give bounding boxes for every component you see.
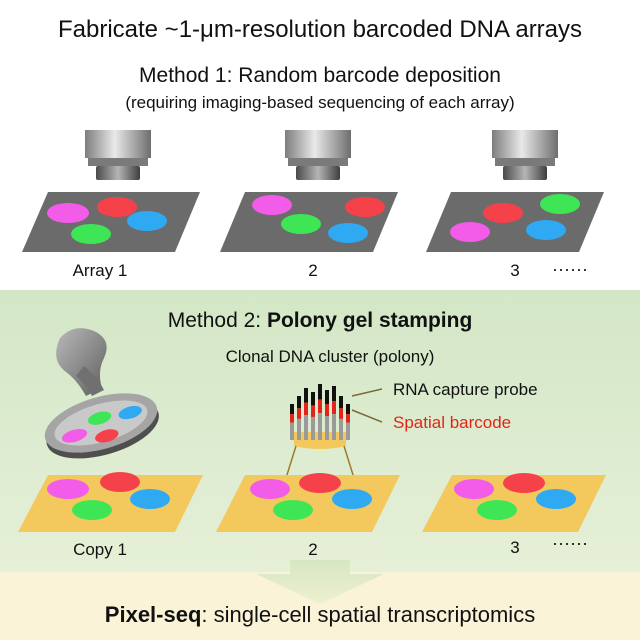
polony-spot bbox=[273, 500, 313, 520]
probe-strand-segment bbox=[311, 405, 315, 417]
capture-probe-pointer bbox=[351, 388, 383, 397]
polony-spot bbox=[100, 472, 140, 492]
magnify-line-right bbox=[343, 445, 355, 479]
polony-spot bbox=[250, 479, 290, 499]
array-label-1: Array 1 bbox=[73, 261, 128, 280]
probe-strand-segment bbox=[318, 384, 322, 400]
probe-strand-segment bbox=[297, 418, 301, 440]
microscope-objective-icon bbox=[492, 130, 558, 180]
probe-strand-segment bbox=[318, 413, 322, 440]
copy-1 bbox=[18, 472, 203, 532]
down-arrow-icon bbox=[256, 560, 384, 604]
polony-spot bbox=[252, 195, 292, 215]
copy-3 bbox=[422, 473, 606, 532]
polony-spot bbox=[536, 489, 576, 509]
stamp-polony-blue bbox=[118, 405, 142, 420]
array-3 bbox=[426, 192, 604, 252]
probe-strand-segment bbox=[325, 390, 329, 404]
stamp-polony-green bbox=[87, 411, 112, 425]
footer-title: Pixel-seq: single-cell spatial transcrip… bbox=[105, 602, 535, 627]
copy-2 bbox=[216, 473, 400, 532]
polony-spot bbox=[345, 197, 385, 217]
probe-strand-segment bbox=[346, 422, 350, 440]
probe-strand-segment bbox=[346, 414, 350, 423]
polony-spot bbox=[71, 224, 111, 244]
probe-strand-segment bbox=[290, 404, 294, 415]
method2-heading-bold: Polony gel stamping bbox=[267, 309, 472, 332]
method2-heading: Method 2: Polony gel stamping bbox=[168, 309, 473, 332]
method2-heading-prefix: Method 2: bbox=[168, 309, 267, 332]
probe-strand-segment bbox=[332, 386, 336, 402]
dna-probe-icon bbox=[285, 384, 383, 479]
probe-strand-segment bbox=[332, 401, 336, 415]
probe-strand-segment bbox=[318, 399, 322, 414]
footer-bold: Pixel-seq bbox=[105, 602, 202, 627]
probe-strand-segment bbox=[346, 404, 350, 415]
copy-ellipsis: ······ bbox=[552, 533, 588, 553]
array-label-2: 2 bbox=[308, 261, 317, 280]
magnify-line-left bbox=[285, 445, 297, 479]
method1-heading: Method 1: Random barcode deposition bbox=[139, 64, 501, 87]
microscope-objective-icon bbox=[85, 130, 151, 180]
probe-strand-segment bbox=[325, 404, 329, 416]
polony-spot bbox=[503, 473, 545, 493]
copy-label-2: 2 bbox=[308, 540, 317, 559]
polony-spot bbox=[299, 473, 341, 493]
polony-spot bbox=[477, 500, 517, 520]
array-1 bbox=[22, 192, 200, 252]
stamp-polony-red bbox=[95, 429, 119, 443]
copy-label-1: Copy 1 bbox=[73, 540, 127, 559]
figure-title: Fabricate ~1-μm-resolution barcoded DNA … bbox=[58, 16, 582, 43]
probe-strand-segment bbox=[339, 418, 343, 440]
footer-rest: : single-cell spatial transcriptomics bbox=[201, 602, 535, 627]
array-ellipsis: ······ bbox=[552, 259, 588, 279]
polony-spot bbox=[47, 479, 89, 499]
probe-strand-segment bbox=[311, 392, 315, 406]
probe-strand-segment bbox=[297, 396, 301, 409]
stamp-head bbox=[44, 393, 159, 459]
probe-strand-segment bbox=[339, 408, 343, 419]
probe-strand-segment bbox=[325, 416, 329, 440]
probe-strand-segment bbox=[304, 415, 308, 440]
probe-strand-segment bbox=[290, 414, 294, 423]
polony-spot bbox=[332, 489, 372, 509]
capture-probe-label: RNA capture probe bbox=[393, 380, 538, 399]
gel-stamp-icon bbox=[44, 328, 159, 459]
probe-strand-segment bbox=[311, 416, 315, 440]
microscope-objective-icon bbox=[285, 130, 351, 180]
polony-spot bbox=[281, 214, 321, 234]
array-label-3: 3 bbox=[510, 261, 519, 280]
spatial-barcode-pointer bbox=[351, 409, 383, 423]
probe-strand-segment bbox=[290, 422, 294, 440]
polony-spot bbox=[47, 203, 89, 223]
probe-strand-segment bbox=[304, 388, 308, 403]
polony-spot bbox=[72, 500, 112, 520]
polony-spot bbox=[540, 194, 580, 214]
probe-strands bbox=[290, 384, 350, 440]
probe-strand-segment bbox=[339, 396, 343, 409]
polony-spot bbox=[328, 223, 368, 243]
polony-spot bbox=[526, 220, 566, 240]
probe-strand-segment bbox=[297, 408, 301, 419]
polony-spot bbox=[483, 203, 523, 223]
copy-label-3: 3 bbox=[510, 538, 519, 557]
polony-spot bbox=[450, 222, 490, 242]
polony-spot bbox=[97, 197, 137, 217]
probe-strand-segment bbox=[304, 402, 308, 416]
spatial-barcode-label: Spatial barcode bbox=[393, 413, 511, 432]
probe-strand-segment bbox=[332, 414, 336, 440]
polony-spot bbox=[130, 489, 170, 509]
stamp-neck bbox=[76, 366, 104, 396]
polony-spot bbox=[454, 479, 494, 499]
polony-spot bbox=[127, 211, 167, 231]
stamp-polony-magenta bbox=[61, 429, 88, 443]
polony-label: Clonal DNA cluster (polony) bbox=[226, 347, 435, 366]
array-2 bbox=[220, 192, 398, 252]
method1-subheading: (requiring imaging-based sequencing of e… bbox=[125, 93, 514, 112]
